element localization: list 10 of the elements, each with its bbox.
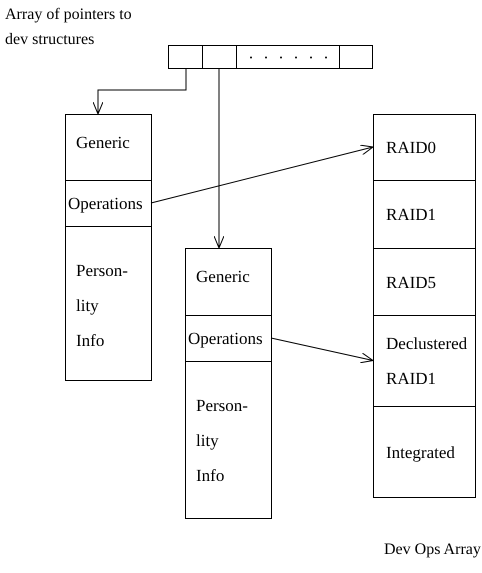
pointer-cell: [236, 45, 340, 69]
label-text: Array of pointers to dev structures: [5, 5, 133, 50]
arrow: [150, 144, 374, 204]
pointer-cell: [168, 45, 203, 69]
arrow: [270, 338, 374, 364]
label-text: Dev Ops Array: [384, 540, 482, 560]
pointer-cell: [339, 45, 373, 69]
pointer-cell: [202, 45, 237, 69]
arrow: [214, 68, 224, 248]
arrow: [92, 68, 186, 114]
